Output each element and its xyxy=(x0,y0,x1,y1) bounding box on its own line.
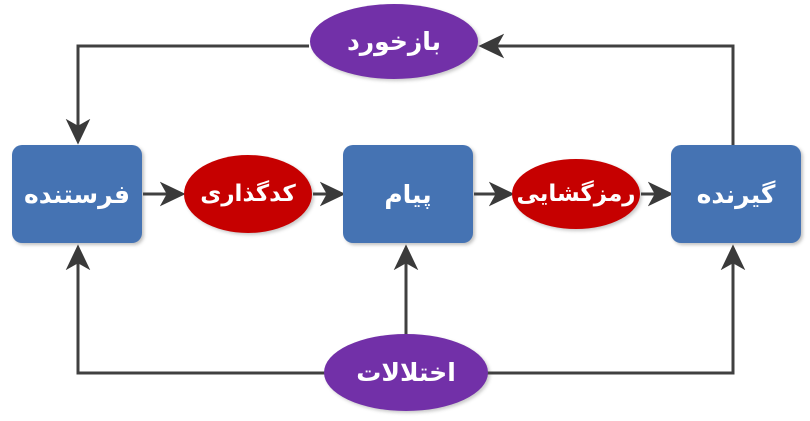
node-receiver-label: گیرنده xyxy=(696,179,776,209)
node-sender[interactable]: فرستنده xyxy=(12,145,142,243)
node-encoding-label: کدگذاری xyxy=(200,180,296,207)
node-feedback-label: بازخورد xyxy=(346,27,442,56)
node-message-label: پیام xyxy=(384,179,432,209)
connector-noise-to-sender xyxy=(65,244,326,375)
node-encoding[interactable]: کدگذاری xyxy=(184,155,312,233)
node-feedback[interactable]: بازخورد xyxy=(310,4,478,79)
node-noise-label: اختلالات xyxy=(356,358,456,387)
connector-feedback-to-sender xyxy=(65,44,309,145)
node-receiver[interactable]: گیرنده xyxy=(671,145,801,243)
connector-receiver-to-feedback xyxy=(478,33,735,145)
connector-noise-to-receiver xyxy=(486,244,746,375)
node-decoding-label: رمزگشایی xyxy=(516,180,636,207)
node-decoding[interactable]: رمزگشایی xyxy=(512,159,640,229)
node-noise[interactable]: اختلالات xyxy=(324,334,488,411)
node-message[interactable]: پیام xyxy=(343,145,473,243)
node-sender-label: فرستنده xyxy=(23,179,131,209)
